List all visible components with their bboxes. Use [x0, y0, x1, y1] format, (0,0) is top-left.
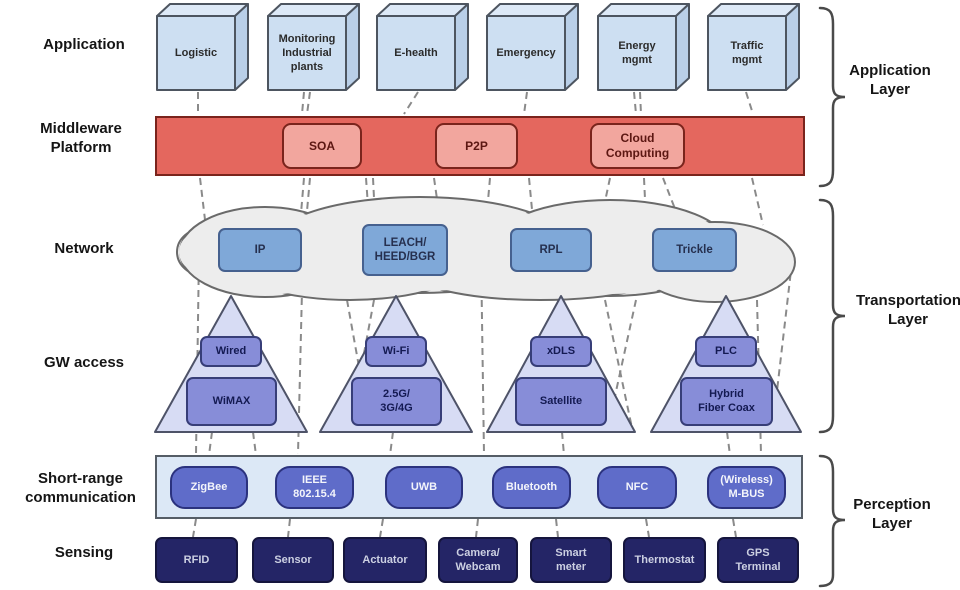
gw-box-wifi: Wi-Fi	[365, 336, 427, 367]
gw-box-wired: Wired	[200, 336, 262, 367]
brace-application-layer	[818, 6, 846, 188]
row-label-application: Application	[43, 36, 125, 53]
sensing-box-gps-terminal: GPS Terminal	[717, 537, 799, 583]
layer-label-transportation: Transportation Layer	[856, 292, 960, 330]
app-box-logistic: Logistic	[174, 46, 218, 59]
cube-energy	[597, 3, 690, 91]
layer-label-application: Application Layer	[838, 62, 942, 100]
shortrange-pill-ieee-802-15-4: IEEE 802.15.4	[275, 466, 354, 509]
layer-label-application-line1: Application	[849, 62, 931, 79]
layer-label-transportation-line2: Layer	[887, 310, 929, 328]
row-label-network: Network	[54, 240, 114, 257]
layer-label-perception-line1: Perception	[853, 496, 931, 513]
brace-perception-layer	[818, 454, 846, 588]
cube-monitoring	[267, 3, 360, 91]
gw-box-xdls: xDLS	[530, 336, 592, 367]
layer-braces	[818, 6, 846, 588]
layer-label-perception-line2: Layer	[871, 514, 913, 532]
row-label-short-range: Short-range communication	[25, 470, 136, 506]
app-box-monitoring-industrial-plants: Monitoring Industrial plants	[278, 32, 336, 74]
sensing-box-camera-webcam: Camera/ Webcam	[438, 537, 518, 583]
sensing-box-rfid: RFID	[155, 537, 238, 583]
row-label-sensing: Sensing	[54, 544, 114, 561]
sensing-box-smart-meter: Smart meter	[530, 537, 612, 583]
app-box-ehealth: E-health	[394, 46, 438, 59]
application-cubes	[156, 3, 800, 91]
shortrange-pill-uwb: UWB	[385, 466, 463, 509]
short-range-band	[155, 455, 803, 519]
app-box-emergency: Emergency	[496, 46, 556, 59]
network-box-leach-heed-bgr: LEACH/ HEED/BGR	[362, 224, 448, 276]
middleware-box-p2p: P2P	[435, 123, 518, 169]
layer-label-transportation-line1: Transportation	[856, 292, 960, 309]
gw-box-satellite: Satellite	[515, 377, 607, 426]
gw-box-wimax: WiMAX	[186, 377, 277, 426]
sensing-box-actuator: Actuator	[343, 537, 427, 583]
network-box-ip: IP	[218, 228, 302, 272]
network-box-trickle: Trickle	[652, 228, 737, 272]
gw-box-plc: PLC	[695, 336, 757, 367]
layer-label-perception: Perception Layer	[840, 496, 944, 534]
sensing-box-sensor: Sensor	[252, 537, 334, 583]
cube-emergency	[486, 3, 579, 91]
shortrange-pill-bluetooth: Bluetooth	[492, 466, 571, 509]
app-box-energy-mgmt: Energy mgmt	[618, 39, 656, 66]
middleware-box-cloud-computing: Cloud Computing	[590, 123, 685, 169]
row-label-gw-access: GW access	[43, 354, 125, 371]
layer-label-application-line2: Layer	[869, 80, 911, 98]
gw-box-hybrid-fiber-coax: Hybrid Fiber Coax	[680, 377, 773, 426]
shortrange-pill-nfc: NFC	[597, 466, 677, 509]
row-label-middleware-platform: Middleware Platform	[40, 120, 122, 156]
shortrange-pill-zigbee: ZigBee	[170, 466, 248, 509]
network-box-rpl: RPL	[510, 228, 592, 272]
cube-ehealth	[376, 3, 469, 91]
shortrange-pill-wireless-mbus: (Wireless) M-BUS	[707, 466, 786, 509]
app-box-traffic-mgmt: Traffic mgmt	[730, 39, 764, 66]
sensing-box-thermostat: Thermostat	[623, 537, 706, 583]
cube-traffic	[707, 3, 800, 91]
middleware-box-soa: SOA	[282, 123, 362, 169]
gw-box-cellular: 2.5G/ 3G/4G	[351, 377, 442, 426]
cube-logistic	[156, 3, 249, 91]
brace-transportation-layer	[818, 198, 846, 434]
